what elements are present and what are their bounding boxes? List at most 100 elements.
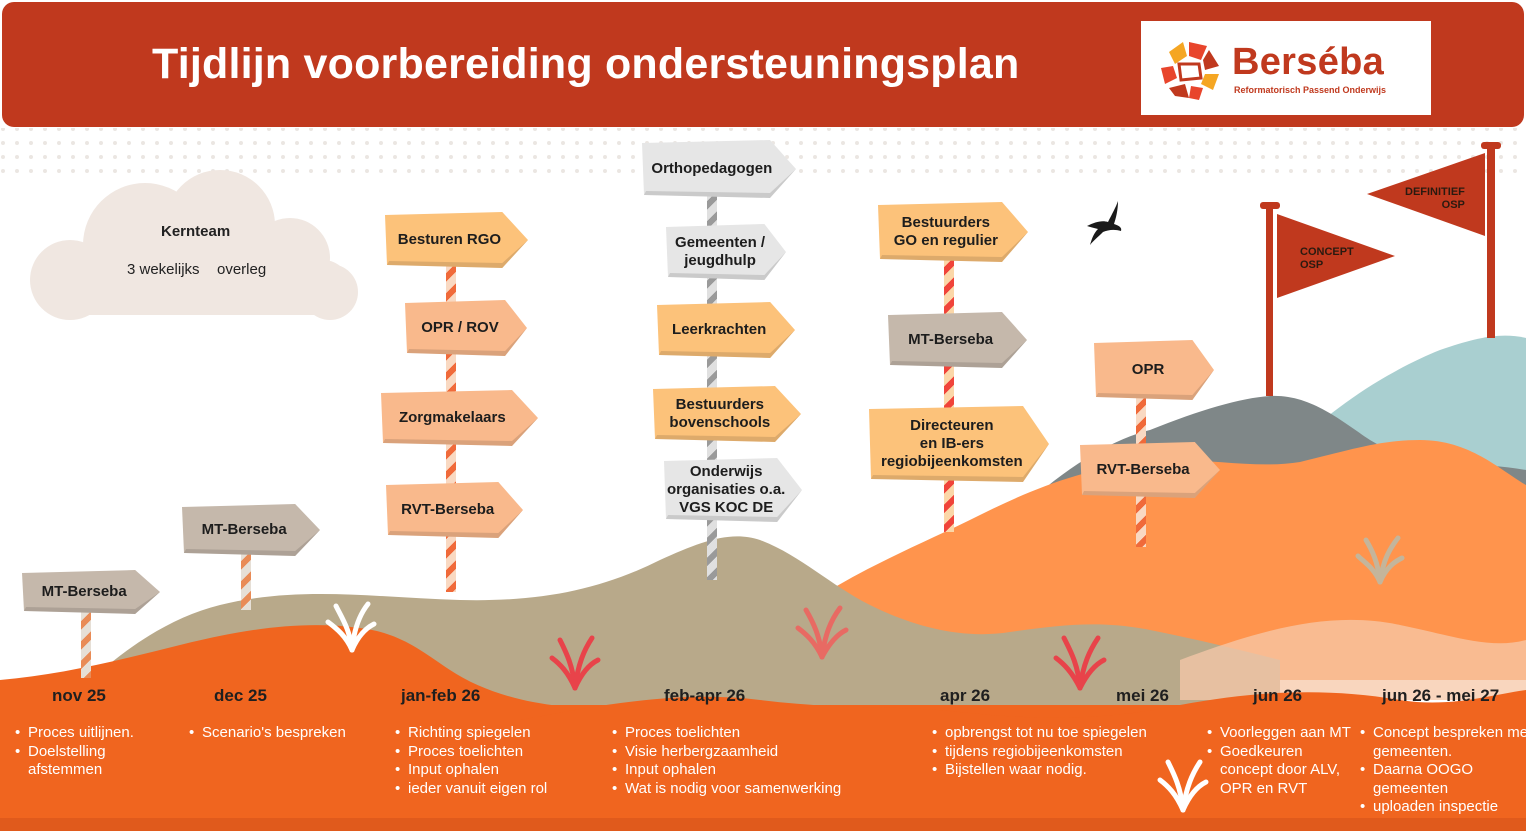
signpost-board: RVT-Berseba	[1080, 442, 1220, 498]
signpost-arrow-shape	[888, 312, 1027, 368]
cloud-title: Kernteam	[161, 223, 231, 240]
signpost-arrow-shape	[1094, 340, 1214, 400]
signpost-fill	[869, 406, 1049, 482]
signpost-fill	[381, 390, 538, 446]
signpost-label: Directeuren en IB-ers regiobijeenkomsten	[880, 417, 1023, 470]
signpost-fill	[888, 312, 1027, 368]
signpost-arrow-shape	[385, 212, 528, 268]
signpost-label: Bestuurders bovenschools	[669, 396, 771, 431]
signpost-label: Besturen RGO	[397, 231, 502, 248]
signpost-shade	[644, 169, 796, 198]
signpost-pole	[707, 190, 717, 580]
bullet-item: tijdens regiobijeenkomsten	[932, 743, 1205, 762]
flag-definitief-text: DEFINITIEF OSP	[1405, 186, 1465, 211]
signpost-board: Besturen RGO	[385, 212, 528, 268]
signpost-board: MT-Berseba	[182, 504, 320, 556]
signpost-shade	[655, 414, 801, 442]
signpost-shade	[388, 510, 523, 538]
signpost-fill	[878, 202, 1028, 262]
berseba-logo-icon	[1161, 42, 1219, 100]
logo-subtitle: Reformatorisch Passend Onderwijs	[1234, 85, 1387, 95]
signpost-fill	[642, 140, 796, 198]
seaweed-icon	[1053, 635, 1107, 691]
signpost-fill	[1094, 340, 1214, 400]
bullet-item: uploaden inspectie	[1360, 798, 1526, 817]
flag-icon	[1367, 142, 1501, 338]
signpost-shade	[666, 490, 802, 522]
seaweed-icon	[1355, 535, 1405, 585]
bullet-item: Concept bespreken met gemeenten.	[1360, 724, 1526, 761]
signpost-board: Directeuren en IB-ers regiobijeenkomsten	[869, 406, 1049, 482]
bullet-item: Wat is nodig voor samenwerking	[612, 780, 895, 799]
signpost-arrow-shape	[22, 570, 160, 614]
flag-concept-text: CONCEPT OSP	[1300, 246, 1354, 271]
signpost-shade	[387, 240, 528, 268]
signpost-board: RVT-Berseba	[386, 482, 523, 538]
cloud-icon	[30, 170, 358, 320]
cloud-line2: overleg	[217, 261, 267, 278]
timeline-date: apr 26	[940, 686, 991, 705]
signpost-fill	[386, 482, 523, 538]
signpost-label: MT-Berseba	[41, 583, 127, 600]
signpost-arrow-shape	[653, 386, 801, 442]
signpost-board: MT-Berseba	[22, 570, 160, 614]
signpost-board: Orthopedagogen	[642, 140, 796, 198]
bullet-item: Richting spiegelen	[395, 724, 608, 743]
signpost-shade	[1082, 470, 1220, 498]
signpost-board: Bestuurders bovenschools	[653, 386, 801, 442]
bullet-list-nov: Proces uitlijnen. Doelstelling afstemmen	[11, 724, 178, 780]
bullet-item: Proces uitlijnen.	[15, 724, 178, 743]
bullet-list-febapr: Proces toelichten Visie herbergzaamheid …	[608, 724, 895, 798]
signpost-arrow-shape	[386, 482, 523, 538]
signpost-label: MT-Berseba	[201, 521, 287, 538]
signpost-board: Leerkrachten	[657, 302, 795, 358]
signpost-label: Orthopedagogen	[651, 160, 773, 177]
timeline-date: mei 26	[1116, 686, 1169, 705]
bullet-item: Voorleggen aan MT	[1207, 724, 1355, 743]
signpost-shade	[407, 328, 527, 356]
signpost-pole	[241, 550, 251, 610]
bullet-item: ieder vanuit eigen rol	[395, 780, 608, 799]
signpost-board: Zorgmakelaars	[381, 390, 538, 446]
header-banner: Tijdlijn voorbereiding ondersteuningspla…	[2, 2, 1524, 127]
signpost-arrow-shape	[666, 224, 786, 280]
logo-name: Berséba	[1232, 41, 1385, 83]
signpost-arrow-shape	[1080, 442, 1220, 498]
signpost-arrow-shape	[878, 202, 1028, 262]
signpost-arrow-shape	[405, 300, 527, 356]
bullet-list-jun-mei: Concept bespreken met gemeenten. Daarna …	[1356, 724, 1526, 817]
signpost-fill	[182, 504, 320, 556]
bird-icon	[1087, 201, 1122, 245]
bullet-item: Scenario's bespreken	[189, 724, 392, 743]
bullet-item: Proces toelichten	[612, 724, 895, 743]
bullet-item: Bijstellen waar nodig.	[932, 761, 1205, 780]
signpost-label: Zorgmakelaars	[398, 409, 506, 426]
signpost-shade	[871, 444, 1049, 482]
bullet-list-dec: Scenario's bespreken	[185, 724, 392, 743]
signpost-shade	[383, 418, 538, 446]
signpost-label: RVT-Berseba	[401, 501, 495, 518]
seaweed-icon	[549, 635, 601, 691]
signpost-label: MT-Berseba	[908, 331, 994, 348]
signpost-label: OPR	[1131, 361, 1165, 378]
signpost-shade	[24, 592, 160, 614]
bullet-list-janfeb: Richting spiegelen Proces toelichten Inp…	[391, 724, 608, 798]
seaweed-icon	[795, 605, 849, 660]
bullet-list-apr: opbrengst tot nu toe spiegelen tijdens r…	[928, 724, 1205, 780]
bullet-list-jun: Voorleggen aan MT Goedkeuren concept doo…	[1203, 724, 1355, 798]
signpost-fill	[666, 224, 786, 280]
signpost-fill	[664, 458, 802, 522]
signpost-fill	[405, 300, 527, 356]
timeline-date: nov 25	[52, 686, 106, 705]
signpost-arrow-shape	[381, 390, 538, 446]
timeline-date: feb-apr 26	[664, 686, 746, 705]
signpost-fill	[22, 570, 160, 614]
page-title: Tijdlijn voorbereiding ondersteuningspla…	[152, 40, 1020, 88]
signpost-shade	[668, 252, 786, 280]
signpost-board: OPR	[1094, 340, 1214, 400]
bullet-item: Visie herbergzaamheid	[612, 743, 895, 762]
bullet-item: Goedkeuren concept door ALV, OPR en RVT	[1207, 743, 1355, 799]
seaweed-icon	[325, 601, 377, 653]
signpost-pole	[944, 256, 954, 532]
